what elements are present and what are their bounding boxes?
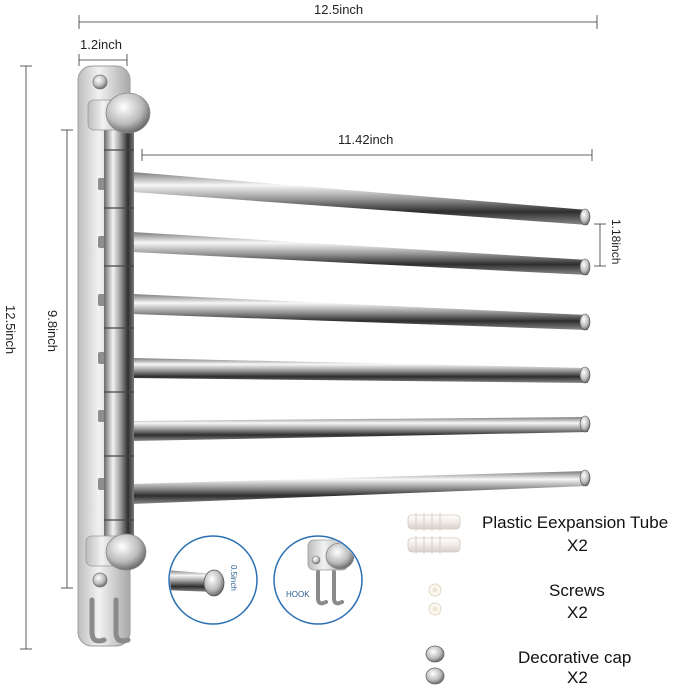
hook-label: HOOK: [286, 590, 310, 599]
column-height-label: 9.8inch: [45, 310, 60, 352]
accessory-screws-name: Screws: [549, 581, 605, 600]
support-column: [104, 112, 134, 542]
towel-arm: [132, 358, 591, 384]
double-hook: [89, 597, 131, 644]
total-width-label: 12.5inch: [314, 2, 364, 17]
accessory-decorative-cap-name: Decorative cap: [518, 648, 632, 667]
towel-arm: [132, 415, 591, 441]
decorative-cap-icon: [425, 645, 445, 685]
accessory-decorative-cap-qty: X2: [567, 668, 588, 687]
mount-screw-bottom: [92, 572, 108, 588]
towel-arm: [132, 172, 591, 226]
dimension-lines: [20, 15, 606, 650]
bar-end-detail: [168, 535, 258, 625]
towel-arms: [132, 172, 591, 504]
arm-length-label: 11.42inch: [338, 132, 394, 147]
accessory-expansion-tube-qty: X2: [567, 536, 588, 555]
accessory-expansion-tube-name: Plastic Eexpansion Tube: [482, 513, 669, 532]
towel-arm: [132, 232, 591, 276]
bracket-width-label: 1.2inch: [80, 37, 122, 52]
arm-spacing-label: 1.18inch: [609, 219, 623, 265]
bottom-end-cap: [85, 533, 147, 571]
bar-diameter-label: 0.5inch: [229, 565, 238, 591]
screw-icon: [428, 583, 442, 616]
expansion-tube-icon: [407, 513, 461, 554]
accessory-screws-qty: X2: [567, 603, 588, 622]
towel-arm: [132, 469, 591, 504]
hook-detail: [273, 535, 363, 625]
arm-collars: [104, 149, 134, 521]
total-height-label: 12.5inch: [3, 305, 18, 355]
mount-screw-top: [92, 74, 108, 90]
top-end-cap: [87, 92, 151, 134]
towel-arm: [132, 294, 591, 331]
